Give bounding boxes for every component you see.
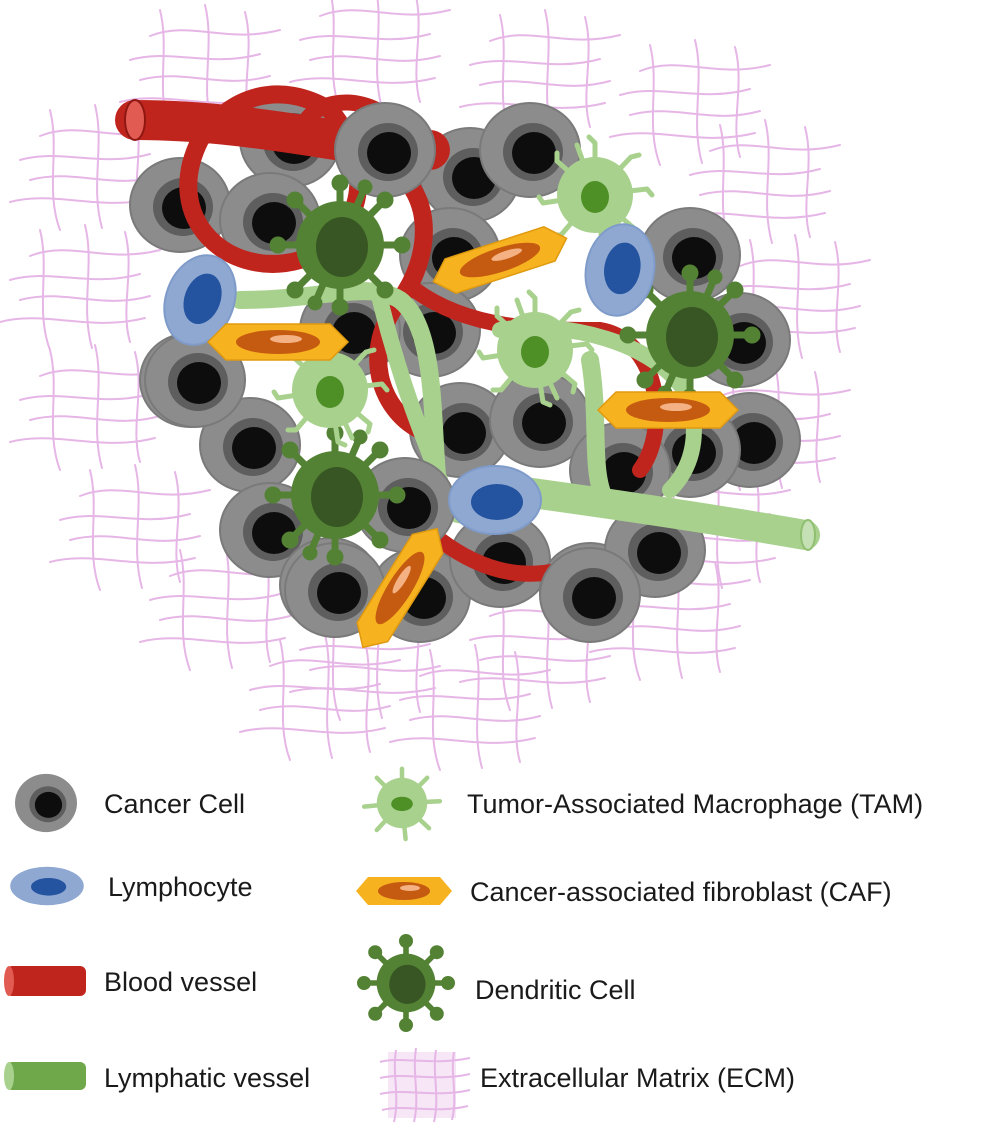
- legend-ecm-icon: [379, 1047, 471, 1123]
- legend-label-ecm: Extracellular Matrix (ECM): [480, 1063, 795, 1093]
- legend-label-lymphocyte: Lymphocyte: [108, 872, 253, 902]
- legend-label-lymphatic-vessel: Lymphatic vessel: [104, 1063, 310, 1093]
- legend-label-blood-vessel: Blood vessel: [104, 967, 257, 997]
- legend: Cancer Cell Lymphocyte Blood vessel Lymp…: [4, 766, 923, 1123]
- legend-macrophage-icon: [361, 766, 443, 842]
- legend-cancer-cell-icon: [15, 773, 77, 833]
- legend-dendritic-cell-icon: [357, 934, 455, 1032]
- legend-label-dendritic-cell: Dendritic Cell: [475, 975, 636, 1005]
- legend-lymphocyte-icon: [10, 866, 84, 906]
- legend-fibroblast-icon: [356, 877, 452, 905]
- legend-label-macrophage: Tumor-Associated Macrophage (TAM): [467, 789, 923, 819]
- legend-lymphatic-vessel-icon: [4, 1062, 86, 1090]
- legend-blood-vessel-icon: [4, 966, 86, 996]
- legend-label-cancer-cell: Cancer Cell: [104, 789, 245, 819]
- legend-label-fibroblast: Cancer-associated fibroblast (CAF): [470, 877, 892, 907]
